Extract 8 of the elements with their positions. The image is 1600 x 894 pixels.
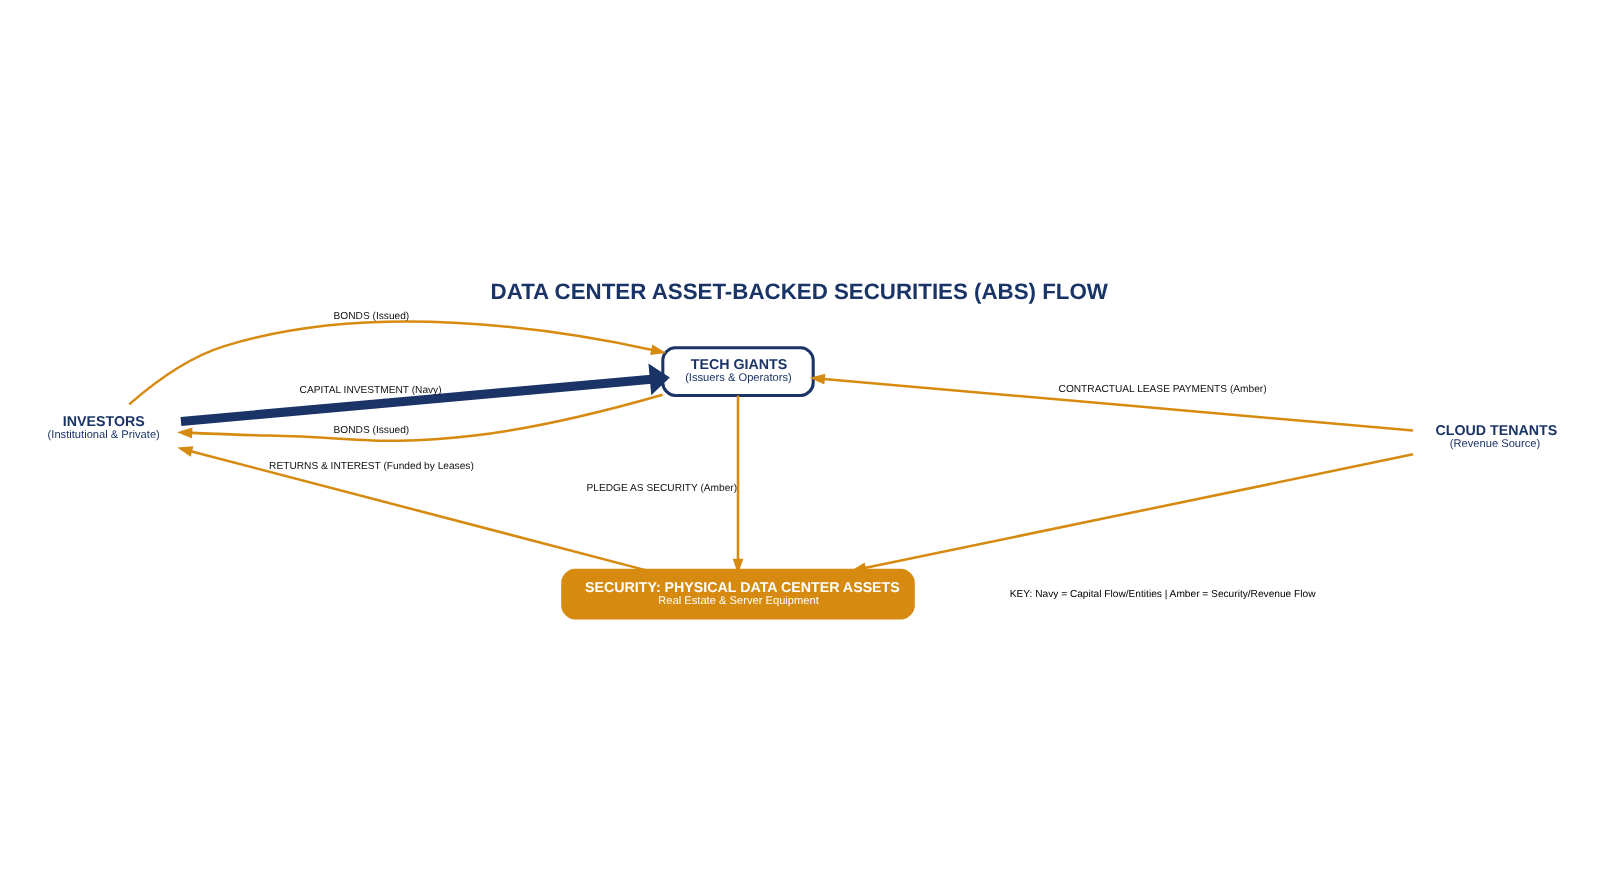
arrow (849, 452, 1413, 573)
arrow (731, 394, 743, 573)
arrow (179, 362, 669, 426)
diagram-title: DATA CENTER ASSET-BACKED SECURITIES (ABS) FLOW (489, 280, 1107, 304)
arrow (127, 319, 666, 405)
arrow (808, 372, 1413, 431)
arrow (176, 392, 662, 442)
arrow (176, 445, 645, 571)
